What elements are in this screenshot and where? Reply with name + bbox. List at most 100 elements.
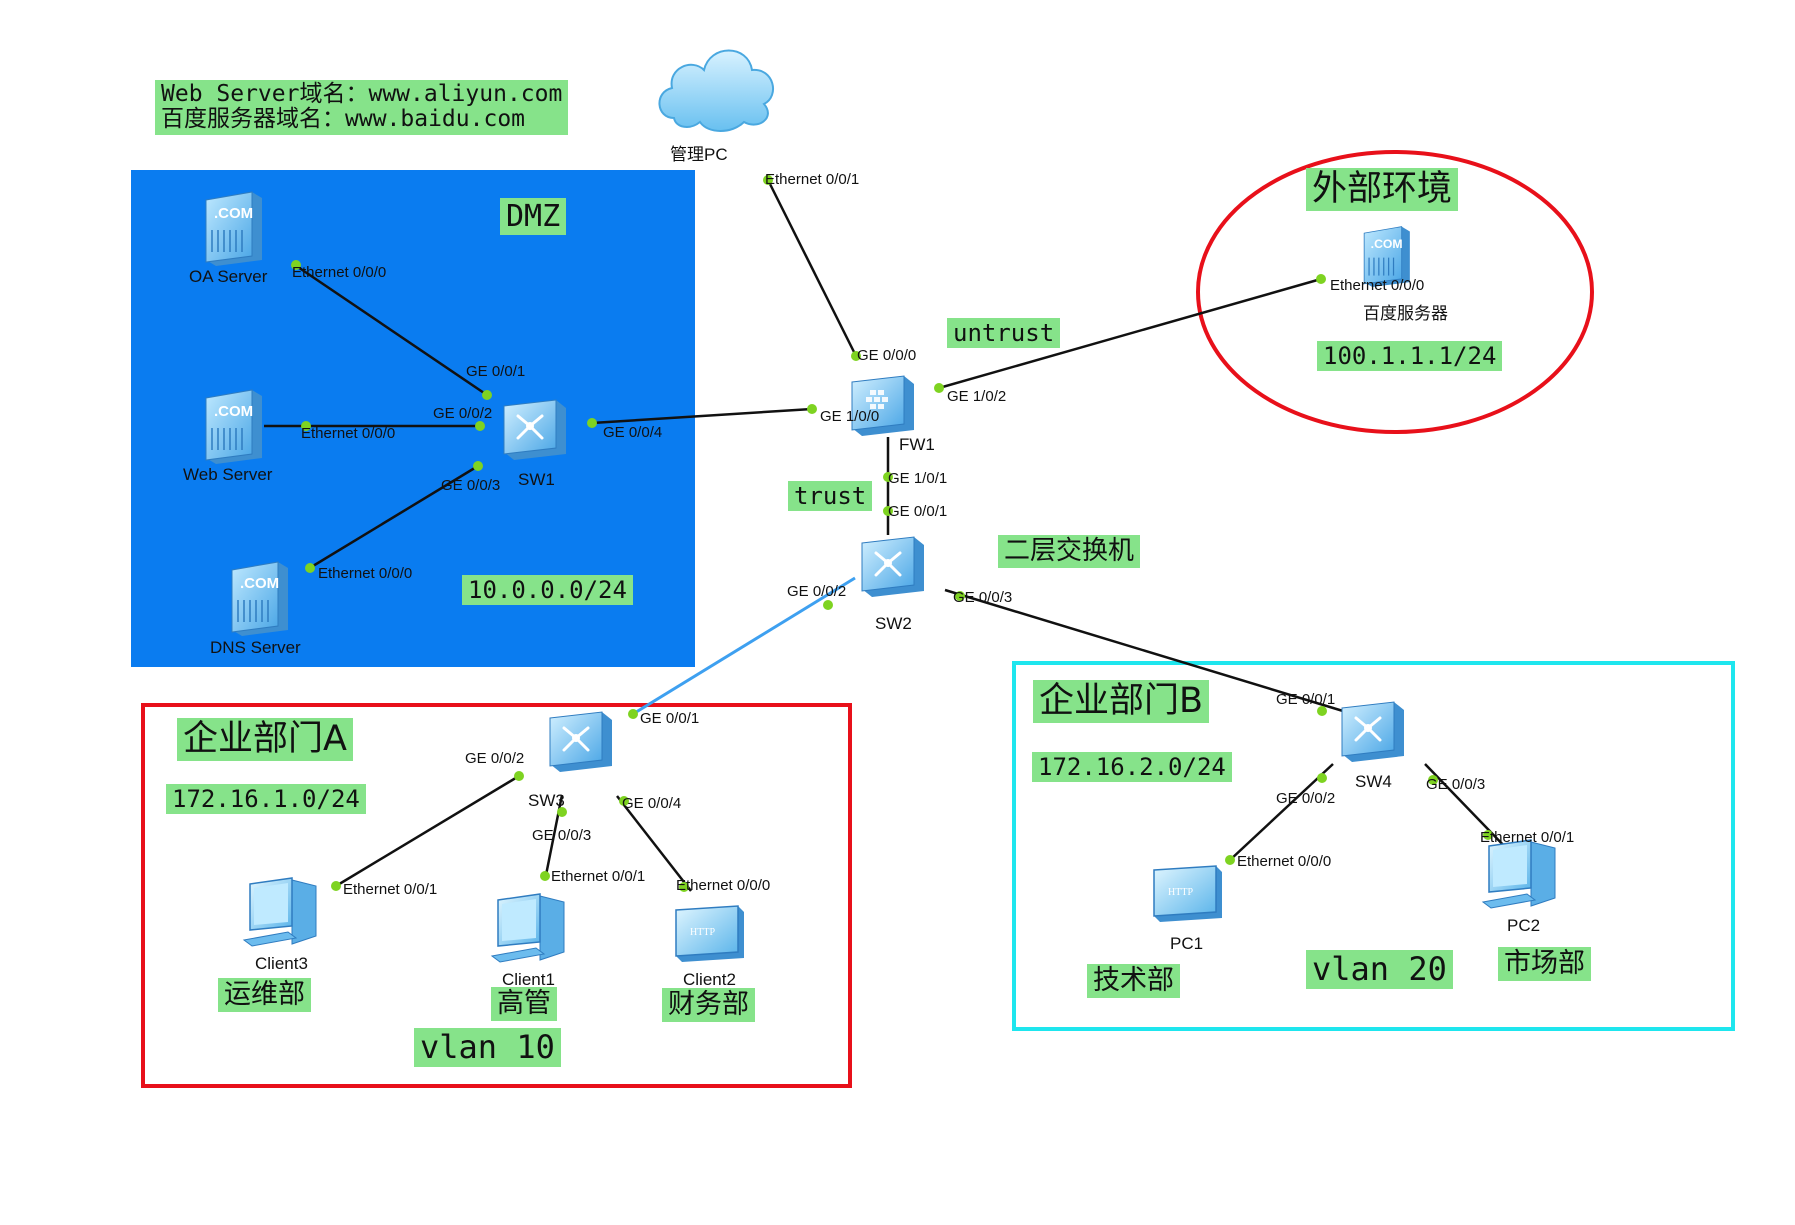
sw4-switch-icon[interactable]: [1338, 698, 1408, 764]
port-label: Ethernet 0/0/0: [1330, 277, 1425, 294]
port-label: GE 0/0/3: [532, 827, 592, 844]
port-label: GE 0/0/4: [622, 795, 682, 812]
client3-label: Client3: [255, 954, 308, 973]
l2-switch-label: 二层交换机: [998, 535, 1141, 568]
link-sw1-fw1: [591, 407, 813, 425]
port-dot: [1317, 773, 1327, 783]
dns-server-label: DNS Server: [210, 638, 301, 657]
exec-dept-label: 高管: [491, 987, 557, 1021]
sw3-label: SW3: [528, 791, 565, 810]
tech-dept-label: 技术部: [1087, 964, 1180, 998]
port-label: GE 0/0/3: [441, 477, 501, 494]
client3-desktop-icon[interactable]: [240, 874, 326, 950]
pc2-label: PC2: [1507, 916, 1541, 935]
link-oa-sw1: [291, 261, 488, 397]
port-dot: [540, 871, 550, 881]
port-dot: [763, 175, 773, 185]
sw2-switch-icon[interactable]: [858, 533, 928, 599]
link-sw4-pc1: [1229, 763, 1334, 861]
domain-info-box: Web Server域名：www.aliyun.com 百度服务器域名：www.…: [155, 80, 569, 135]
domain-info-line-1: Web Server域名：www.aliyun.com: [161, 81, 563, 107]
link-mgmtpc-fw1: [766, 179, 858, 357]
port-label: GE 1/0/0: [820, 408, 880, 425]
fw1-label: FW1: [899, 435, 935, 454]
link-sw2-sw4: [944, 588, 1344, 713]
port-dot: [301, 421, 311, 431]
port-label: Ethernet 0/0/0: [1237, 853, 1332, 870]
web-server-label: Web Server: [183, 465, 273, 484]
trust-label: trust: [788, 481, 873, 512]
pc1-label: PC1: [1170, 934, 1204, 953]
web-server-icon[interactable]: .COM: [202, 388, 266, 464]
link-fw1-baidu: [938, 277, 1322, 390]
dept-a-subnet: 172.16.1.0/24: [166, 784, 366, 815]
cloud-icon[interactable]: [652, 30, 780, 138]
port-label: GE 0/0/2: [787, 583, 847, 600]
port-dot: [587, 418, 597, 428]
port-label: GE 0/0/1: [888, 503, 948, 520]
link-sw4-pc2: [1424, 763, 1511, 853]
dept-a-label: 企业部门A: [177, 718, 353, 761]
port-dot: [823, 600, 833, 610]
baidu-server-icon[interactable]: .COM: [1355, 225, 1419, 287]
port-dot: [1483, 830, 1493, 840]
svg-text:HTTP: HTTP: [690, 927, 715, 938]
ops-dept-label: 运维部: [218, 978, 311, 1012]
port-label: GE 1/0/2: [947, 388, 1007, 405]
svg-text:.COM: .COM: [214, 403, 253, 420]
port-label: GE 1/0/1: [888, 470, 948, 487]
port-dot: [482, 390, 492, 400]
external-zone-label: 外部环境: [1306, 168, 1459, 211]
port-dot: [473, 461, 483, 471]
dept-b-subnet: 172.16.2.0/24: [1032, 752, 1232, 783]
dns-server-icon[interactable]: .COM: [228, 560, 292, 636]
port-label: GE 0/0/1: [640, 710, 700, 727]
port-label: Ethernet 0/0/1: [1480, 829, 1575, 846]
port-dot: [619, 796, 629, 806]
mgmt-pc-label: 管理PC: [670, 145, 728, 164]
sw3-switch-icon[interactable]: [546, 708, 616, 774]
firewall-icon[interactable]: [848, 372, 918, 438]
port-label: Ethernet 0/0/1: [551, 868, 646, 885]
client2-label: Client2: [683, 970, 736, 989]
port-dot: [955, 591, 965, 601]
oa-server-label: OA Server: [189, 267, 268, 286]
domain-info-line-2: 百度服务器域名：www.baidu.com: [161, 106, 526, 133]
sw1-switch-icon[interactable]: [500, 396, 570, 462]
pc1-http-icon[interactable]: HTTP: [1146, 862, 1226, 924]
client1-label: Client1: [502, 970, 555, 989]
pc2-desktop-icon[interactable]: [1479, 836, 1565, 912]
dept-b-label: 企业部门B: [1033, 680, 1210, 723]
port-label: GE 0/0/4: [603, 424, 663, 441]
port-dot: [628, 709, 638, 719]
client2-http-icon[interactable]: HTTP: [668, 902, 748, 964]
port-dot: [514, 771, 524, 781]
client1-desktop-icon[interactable]: [488, 890, 574, 966]
port-label: GE 0/0/3: [953, 589, 1013, 606]
market-dept-label: 市场部: [1498, 947, 1591, 981]
sw4-label: SW4: [1355, 772, 1392, 791]
port-label: GE 0/0/2: [433, 405, 493, 422]
port-label: GE 0/0/2: [465, 750, 525, 767]
link-dns-sw1: [307, 464, 479, 571]
port-dot: [305, 563, 315, 573]
port-dot: [883, 472, 893, 482]
dept-a-zone: [141, 703, 852, 1088]
svg-text:.COM: .COM: [240, 575, 279, 592]
link-sw3-client3: [335, 774, 520, 888]
external-subnet: 100.1.1.1/24: [1317, 341, 1503, 372]
port-dot: [331, 881, 341, 891]
port-dot: [1317, 706, 1327, 716]
port-dot: [1316, 274, 1326, 284]
oa-server-icon[interactable]: .COM: [202, 190, 266, 266]
port-label: Ethernet 0/0/0: [318, 565, 413, 582]
port-label: GE 0/0/0: [857, 347, 917, 364]
port-dot: [807, 404, 817, 414]
port-label: Ethernet 0/0/0: [292, 264, 387, 281]
svg-text:.COM: .COM: [1371, 237, 1403, 251]
baidu-server-label: 百度服务器: [1363, 304, 1448, 323]
external-zone-ring: [1196, 150, 1594, 434]
port-dot: [679, 882, 689, 892]
